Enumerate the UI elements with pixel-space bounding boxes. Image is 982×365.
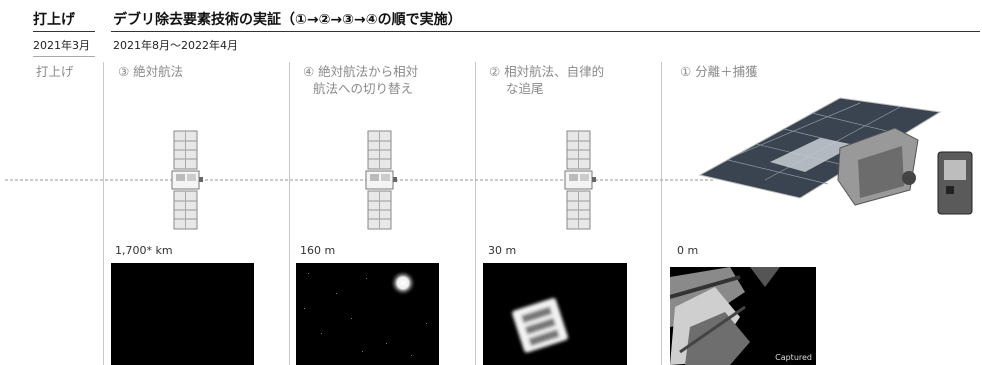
camera-image-30m	[483, 263, 627, 365]
distance-label: 0 m	[677, 244, 699, 257]
phase-separator	[661, 62, 662, 365]
demo-period: 2021年8月～2022年4月	[113, 39, 238, 52]
title-underline	[111, 31, 980, 32]
launch-header-underline	[33, 31, 95, 32]
camera-image-160m	[296, 263, 439, 365]
phase-separator	[103, 62, 104, 365]
phase-1-label: ① 分離＋捕獲	[680, 64, 758, 79]
trajectory-guide-line	[5, 179, 715, 181]
camera-image-capture: Captured	[670, 267, 816, 365]
phase-separator	[475, 62, 476, 365]
date-underline	[33, 56, 95, 57]
satellite-icon	[171, 130, 203, 230]
distance-label: 1,700* km	[115, 244, 173, 257]
launch-date: 2021年3月	[33, 39, 90, 52]
target-satellite-image	[512, 298, 568, 353]
launch-header: 打上げ	[33, 12, 75, 28]
captured-label: Captured	[775, 353, 812, 362]
phase-launch-label: 打上げ	[36, 64, 74, 79]
phase-4-label: ④ 絶対航法から相対 航法への切り替え	[303, 64, 419, 96]
star-field-image	[304, 270, 427, 356]
phase-separator	[289, 62, 290, 365]
phase-2-label: ② 相対航法、自律的 な追尾	[489, 64, 605, 96]
satellite-icon	[365, 130, 397, 230]
capture-closeup-image	[670, 267, 816, 365]
camera-image-1700km	[111, 263, 254, 365]
distance-label: 30 m	[488, 244, 517, 257]
satellite-icon	[564, 130, 596, 230]
distance-label: 160 m	[300, 244, 336, 257]
main-title: デブリ除去要素技術の実証（①→②→③→④の順で実施）	[113, 12, 462, 28]
phase-3-label: ③ 絶対航法	[118, 64, 184, 79]
servicer-client-satellite-image	[698, 97, 973, 215]
